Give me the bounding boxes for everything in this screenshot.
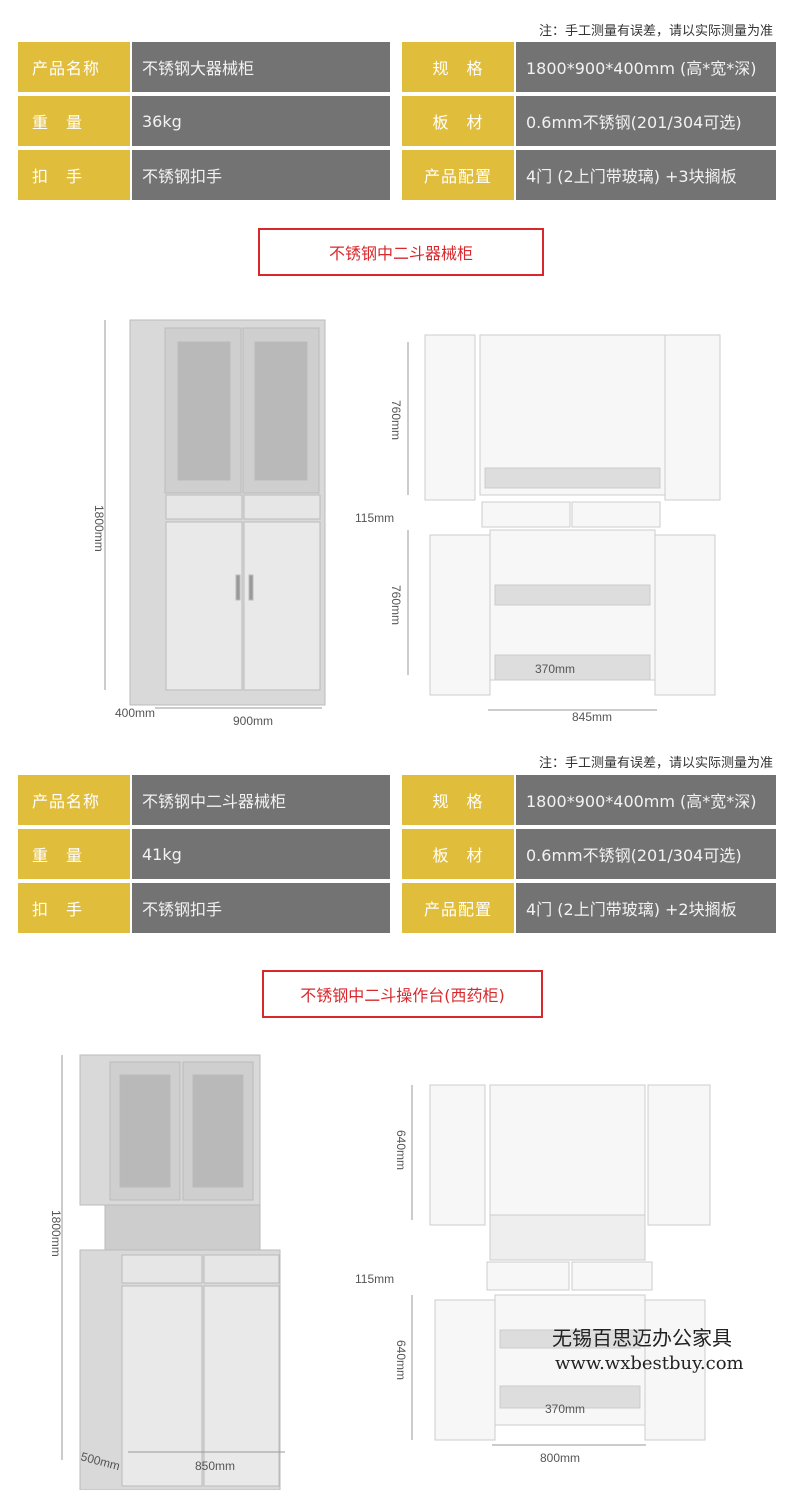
spec-key: 板 材 bbox=[402, 829, 514, 879]
spec-key: 板 材 bbox=[402, 96, 514, 146]
inner-width-label: 845mm bbox=[572, 710, 612, 724]
spec-value: 不锈钢扣手 bbox=[132, 883, 390, 933]
width-label: 850mm bbox=[195, 1459, 235, 1473]
spec-value: 不锈钢扣手 bbox=[132, 150, 390, 200]
upper-height-label: 640mm bbox=[394, 1130, 408, 1170]
width-label: 900mm bbox=[233, 714, 273, 728]
spec-key: 规 格 bbox=[402, 42, 514, 92]
spec-key: 重 量 bbox=[18, 829, 130, 879]
cabinet-1-photo bbox=[129, 319, 326, 706]
spec-value: 不锈钢中二斗器械柜 bbox=[132, 775, 390, 825]
depth-label: 400mm bbox=[115, 706, 155, 720]
spec-value: 4门 (2上门带玻璃) +3块搁板 bbox=[516, 150, 776, 200]
spec-value: 36kg bbox=[132, 96, 390, 146]
cabinet-2-line-drawing bbox=[429, 1084, 711, 1441]
spec-value: 41kg bbox=[132, 829, 390, 879]
spec-key: 扣 手 bbox=[18, 150, 130, 200]
upper-height-label: 760mm bbox=[389, 400, 403, 440]
lower-height-label: 640mm bbox=[394, 1340, 408, 1380]
spec-value: 0.6mm不锈钢(201/304可选) bbox=[516, 829, 776, 879]
section-title-1: 不锈钢中二斗器械柜 bbox=[258, 228, 544, 276]
lower-height-label: 760mm bbox=[389, 585, 403, 625]
spec-key: 重 量 bbox=[18, 96, 130, 146]
measurement-note: 注：手工测量有误差，请以实际测量为准 bbox=[538, 756, 773, 771]
spec-key: 产品名称 bbox=[18, 42, 130, 92]
spec-key: 扣 手 bbox=[18, 883, 130, 933]
watermark-url: www.wxbestbuy.com bbox=[555, 1353, 744, 1374]
watermark-company: 无锡百思迈办公家具 bbox=[552, 1326, 732, 1350]
spec-key: 产品配置 bbox=[402, 150, 514, 200]
drawer-height-label: 115mm bbox=[355, 511, 394, 525]
drawer-height-label: 115mm bbox=[355, 1272, 394, 1286]
cabinet-1-line-drawing bbox=[424, 334, 721, 696]
height-label: 1800mm bbox=[92, 505, 106, 552]
spec-value: 4门 (2上门带玻璃) +2块搁板 bbox=[516, 883, 776, 933]
height-label: 1800mm bbox=[49, 1210, 63, 1257]
cabinet-2-diagram: 1800mm 500mm 850mm 640mm 115mm 640mm 370… bbox=[49, 1054, 711, 1490]
spec-key: 产品名称 bbox=[18, 775, 130, 825]
section-title-2: 不锈钢中二斗操作台(西药柜) bbox=[262, 970, 543, 1018]
inner-width-label: 800mm bbox=[540, 1451, 580, 1465]
spec-value: 0.6mm不锈钢(201/304可选) bbox=[516, 96, 776, 146]
measurement-note: 注：手工测量有误差，请以实际测量为准 bbox=[538, 24, 773, 39]
spec-value: 1800*900*400mm (高*宽*深) bbox=[516, 775, 776, 825]
cabinet-1-diagram: 1800mm 400mm 900mm 760mm 115mm 760mm 370… bbox=[92, 319, 721, 728]
spec-value: 1800*900*400mm (高*宽*深) bbox=[516, 42, 776, 92]
spec-key: 规 格 bbox=[402, 775, 514, 825]
spec-value: 不锈钢大器械柜 bbox=[132, 42, 390, 92]
inner-height-label: 370mm bbox=[535, 662, 575, 676]
spec-key: 产品配置 bbox=[402, 883, 514, 933]
inner-height-label: 370mm bbox=[545, 1402, 585, 1416]
cabinet-2-photo bbox=[79, 1054, 281, 1490]
